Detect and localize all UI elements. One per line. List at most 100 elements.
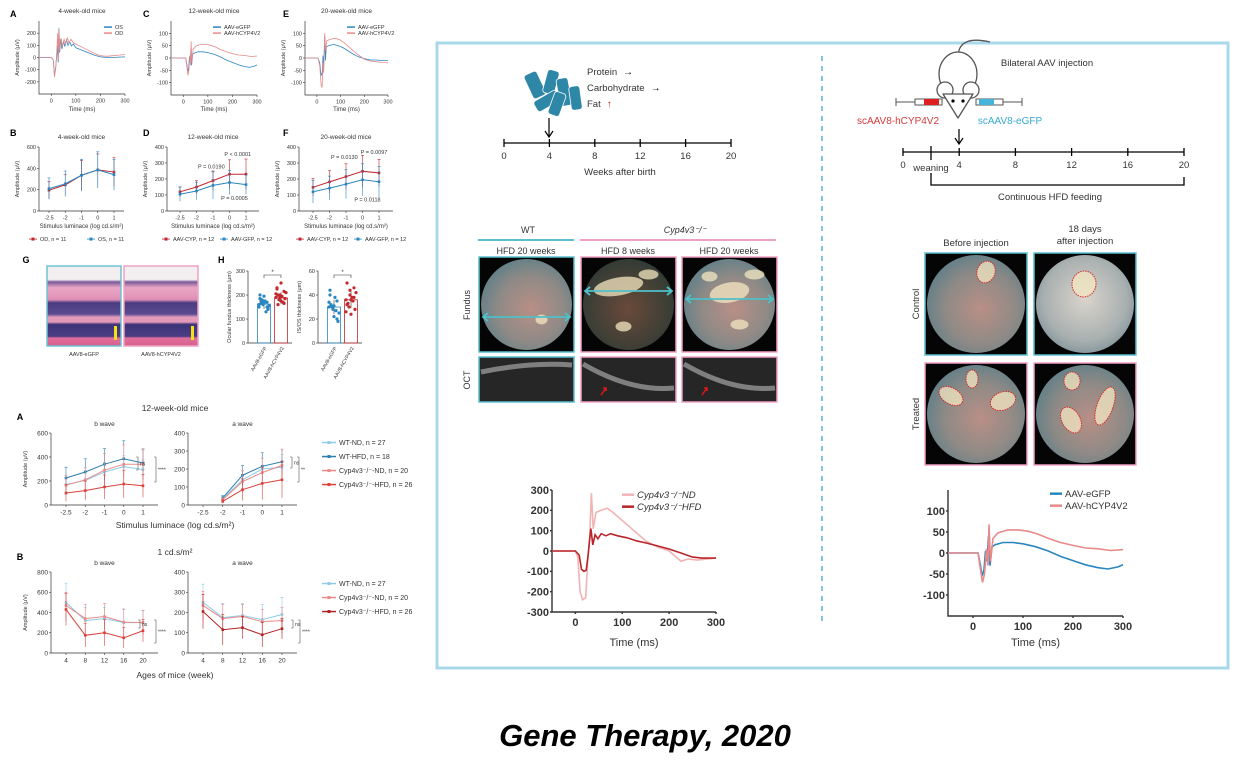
significance-bracket (154, 456, 157, 483)
data-point (257, 305, 261, 309)
series-line (171, 48, 258, 72)
x-tick-label: 0 (182, 100, 185, 106)
y-tick-label: 200 (236, 293, 245, 299)
legend-label: OS, n = 11 (98, 237, 124, 243)
data-point (63, 182, 67, 186)
y-tick-label: 400 (174, 569, 185, 576)
legend-label: AAV-eGFP (358, 25, 385, 31)
x-axis-label: Stimulus luminace (log cd.s/m²) (40, 224, 124, 230)
y-tick-label: 200 (531, 505, 549, 517)
legend-marker (327, 469, 331, 473)
data-point (332, 304, 336, 308)
significance-bracket (297, 456, 300, 483)
y-tick-label: 300 (174, 448, 185, 455)
y-axis-label: Ocular fundus thickness (μm) (227, 271, 233, 343)
retina (927, 255, 1025, 353)
data-point (260, 620, 264, 623)
y-tick-label: 400 (155, 145, 164, 151)
significance-marker: * (271, 270, 274, 276)
pellet (523, 70, 547, 100)
group-label-wt: WT (521, 225, 535, 235)
y-tick-label: 0 (161, 209, 164, 215)
y-tick-label: 40 (309, 293, 315, 299)
chart-title: a wave (232, 560, 253, 567)
y-tick-label: 0 (543, 546, 549, 558)
weaning-label: weaning (912, 163, 948, 174)
data-point (335, 317, 339, 321)
row-label: Treated (911, 398, 922, 430)
timeline-tick-label: 16 (1123, 160, 1134, 171)
data-point (334, 309, 338, 313)
fundus-image (924, 362, 1028, 466)
y-tick-label: -100 (291, 81, 302, 87)
data-point (328, 288, 332, 292)
series-line (305, 35, 388, 77)
series-line (39, 29, 126, 78)
panel-label: D (143, 128, 150, 138)
data-point (349, 312, 353, 316)
syringe-fill (979, 99, 994, 105)
legend-label: Cyp4v3⁻/⁻-HFD, n = 26 (339, 482, 412, 489)
arrow-down-icon (544, 118, 554, 139)
p-value-annotation: P < 0.0001 (224, 152, 251, 158)
y-tick-label: 0 (293, 209, 296, 215)
legend-label: AAV-CYP, n = 12 (173, 237, 214, 243)
y-tick-label: 50 (296, 44, 302, 50)
syringe-left-icon (895, 98, 943, 106)
y-tick-label: 0 (299, 56, 302, 62)
data-point (259, 299, 263, 303)
data-point (354, 291, 358, 295)
histology-image (46, 265, 122, 347)
y-tick-label: 100 (159, 31, 168, 37)
right-panel-frame (435, 41, 1230, 670)
x-tick-label: 200 (660, 617, 678, 629)
y-tick-label: 100 (27, 43, 36, 49)
significance-marker: ns (140, 462, 146, 468)
lesion (1063, 371, 1081, 391)
y-tick-label: 0 (33, 209, 36, 215)
panel-label: C (143, 9, 150, 19)
significance-bracket (291, 619, 294, 629)
legend-label: Cyp4v3⁻/⁻ND (637, 490, 696, 501)
data-point (345, 281, 349, 285)
y-tick-label: -100 (923, 590, 945, 602)
feeding-label: Continuous HFD feeding (998, 192, 1102, 203)
x-tick-label: 100 (203, 100, 212, 106)
retina-layer (682, 361, 776, 391)
y-axis-label: Amplitude (μV) (23, 594, 29, 631)
data-point (353, 307, 357, 311)
x-tick-label: -1 (102, 510, 108, 517)
y-tick-label: 100 (155, 193, 164, 199)
legend-label: WT-HFD, n = 18 (339, 454, 390, 461)
data-point (141, 629, 145, 633)
injection-title: Bilateral AAV injection (1001, 58, 1093, 69)
x-tick-label: 0 (970, 621, 976, 633)
retina (1036, 255, 1134, 353)
column-header: HFD 20 weeks (496, 246, 556, 256)
significance-marker: ns (142, 622, 148, 628)
legend-marker (327, 455, 331, 459)
x-tick-label: -1 (211, 216, 216, 222)
x-tick-label: 300 (383, 100, 392, 106)
timeline-tick-label: 12 (1066, 160, 1077, 171)
syringe-right-icon (975, 98, 1023, 106)
data-point (347, 305, 351, 309)
data-point (333, 295, 337, 299)
nutrient-label: Carbohydrate (587, 83, 645, 94)
y-tick-label: 200 (287, 177, 296, 183)
legend-marker (298, 237, 302, 241)
legend-marker (89, 237, 93, 241)
pellet (547, 91, 567, 117)
y-tick-label: -50 (929, 569, 945, 581)
x-tick-label: -2 (220, 510, 226, 517)
significance-marker: ** (301, 468, 305, 474)
legend-label: WT-ND, n = 27 (339, 440, 386, 447)
data-point (264, 310, 268, 314)
column-header: after injection (1057, 236, 1114, 247)
y-tick-label: 200 (27, 31, 36, 37)
